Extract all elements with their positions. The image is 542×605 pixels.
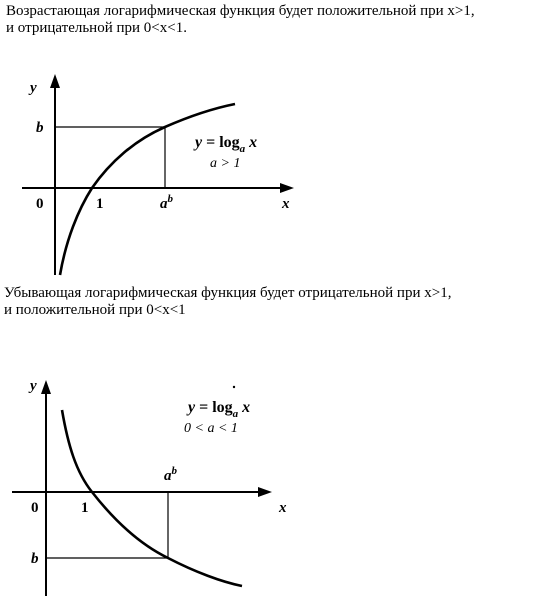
b-exponent: b <box>172 465 178 477</box>
one-label: 1 <box>81 500 89 516</box>
condition: a > 1 <box>210 156 240 171</box>
increasing-log-graph-svg: y x 0 1 b ab y = loga x a > 1 <box>22 74 294 276</box>
origin-label: 0 <box>31 500 39 516</box>
b-label: b <box>31 551 39 567</box>
eq-x: x <box>245 134 257 151</box>
log-curve-increasing <box>58 102 236 276</box>
log-curve-decreasing <box>60 409 243 588</box>
decreasing-log-line-2: и положительной при 0<x<1 <box>4 302 186 318</box>
eq-y: y <box>186 399 196 416</box>
equation: y = loga x <box>193 134 257 155</box>
eq-sub: a <box>240 143 246 155</box>
increasing-log-description: Возрастающая логарифмическая функция буд… <box>6 3 475 37</box>
y-axis-arrow <box>41 380 51 394</box>
stray-dot <box>232 385 236 389</box>
y-axis-label: y <box>28 80 37 96</box>
condition: 0 < a < 1 <box>184 421 238 436</box>
eq-log: = log <box>195 399 233 416</box>
decreasing-log-graph-svg: y x 0 1 b ab y = loga x 0 < a < 1 <box>12 378 287 596</box>
increasing-log-line-1: Возрастающая логарифмическая функция буд… <box>6 3 475 19</box>
b-label: b <box>36 120 44 136</box>
x-axis-label: x <box>278 500 287 516</box>
a-base: a <box>164 468 172 484</box>
y-axis-label: y <box>28 378 37 394</box>
decreasing-log-description: Убывающая логарифмическая функция будет … <box>4 285 451 319</box>
y-axis-arrow <box>50 74 60 88</box>
eq-y: y <box>193 134 203 151</box>
one-label: 1 <box>96 196 104 212</box>
a-power-b-label: ab <box>164 465 178 484</box>
decreasing-log-graph: y x 0 1 b ab y = loga x 0 < a < 1 <box>0 360 542 600</box>
b-exponent: b <box>168 193 174 205</box>
equation: y = loga x <box>186 399 250 420</box>
increasing-log-line-2: и отрицательной при 0<x<1. <box>6 20 187 36</box>
x-axis-arrow <box>280 183 294 193</box>
origin-label: 0 <box>36 196 44 212</box>
eq-sub: a <box>233 408 239 420</box>
a-power-b-label: ab <box>160 193 174 212</box>
decreasing-log-line-1: Убывающая логарифмическая функция будет … <box>4 285 452 301</box>
x-axis-arrow <box>258 487 272 497</box>
increasing-log-graph: y x 0 1 b ab y = loga x a > 1 <box>0 70 542 280</box>
eq-x: x <box>238 399 250 416</box>
a-base: a <box>160 196 168 212</box>
eq-log: = log <box>202 134 240 151</box>
x-axis-label: x <box>281 196 290 212</box>
